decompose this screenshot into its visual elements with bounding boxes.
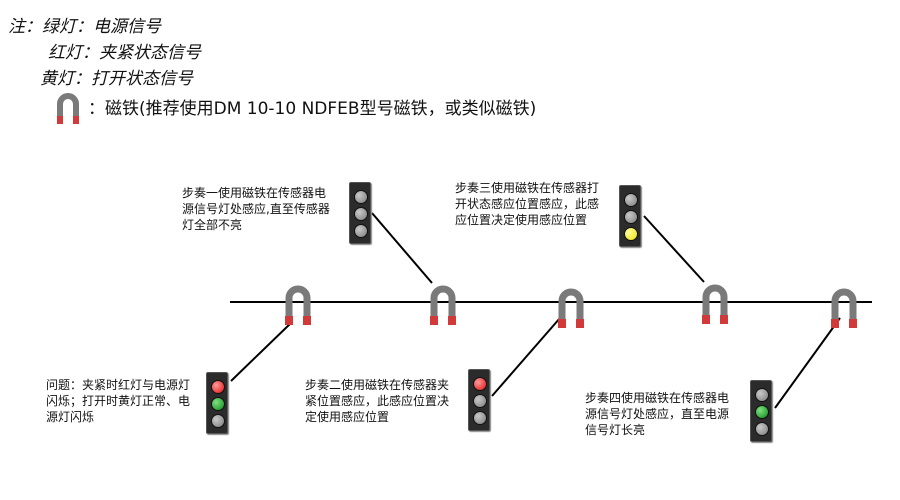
lamp-bottom	[755, 422, 769, 436]
lamp-middle	[624, 210, 638, 224]
lamp-bottom	[354, 224, 368, 238]
magnet-icon	[428, 282, 458, 336]
connector-step2	[491, 317, 561, 397]
lamp-middle	[211, 397, 225, 411]
lamp-middle	[473, 394, 487, 408]
traffic-light-icon	[619, 185, 641, 247]
note-problem-line: 问题：夹紧时红灯与电源灯	[46, 378, 191, 392]
traffic-light-icon	[468, 369, 490, 431]
lamp-top	[755, 388, 769, 402]
lamp-top	[624, 193, 638, 207]
note-step1-line: 步奏一使用磁铁在传感器电	[182, 186, 327, 200]
lamp-top	[473, 377, 487, 391]
note-step3-line: 步奏三使用磁铁在传感器打	[455, 181, 600, 195]
traffic-light-icon	[750, 380, 772, 442]
note-step1: 步奏一使用磁铁在传感器电 源信号灯处感应,直至传感器 灯全部不亮	[182, 185, 330, 233]
note-step1-line: 源信号灯处感应,直至传感器	[182, 202, 330, 216]
note-step3-line: 开状态感应位置感应，此感	[455, 197, 600, 211]
connector-step1	[371, 212, 433, 284]
note-step1-line: 灯全部不亮	[182, 218, 243, 232]
legend-magnet-icon	[56, 92, 80, 132]
note-problem-line: 源灯闪烁	[46, 410, 95, 424]
lamp-top	[354, 190, 368, 204]
legend-green: 注：绿灯：电源信号	[8, 17, 161, 37]
connector-step4	[774, 317, 841, 409]
note-problem-line: 闪烁；打开时黄灯正常、电	[46, 394, 191, 408]
note-step4-line: 源信号灯处感应，直至电源	[585, 407, 730, 421]
traffic-light-icon	[206, 372, 228, 434]
note-step2-line: 紧位置感应，此感应位置决	[305, 394, 450, 408]
magnet-icon	[283, 282, 313, 336]
magnet-icon	[556, 285, 586, 339]
legend-magnet-text: ：磁铁(推荐使用DM 10-10 NDFEB型号磁铁，或类似磁铁)	[88, 99, 537, 119]
lamp-middle	[354, 207, 368, 221]
magnet-icon	[829, 285, 859, 339]
lamp-middle	[755, 405, 769, 419]
note-step4-line: 步奏四使用磁铁在传感器电	[585, 391, 730, 405]
lamp-bottom	[473, 411, 487, 425]
note-step2-line: 定使用感应位置	[305, 410, 390, 424]
lamp-bottom	[624, 227, 638, 241]
note-problem: 问题：夹紧时红灯与电源灯 闪烁；打开时黄灯正常、电 源灯闪烁	[46, 377, 190, 425]
note-step3-line: 应位置决定使用感应位置	[455, 213, 588, 227]
connector-step3	[643, 215, 705, 283]
traffic-light-icon	[349, 182, 371, 244]
magnet-icon	[700, 281, 730, 335]
legend-yellow: 黄灯：打开状态信号	[40, 69, 193, 89]
note-step3: 步奏三使用磁铁在传感器打 开状态感应位置感应，此感 应位置决定使用感应位置	[455, 180, 599, 228]
note-step4: 步奏四使用磁铁在传感器电 源信号灯处感应，直至电源 信号灯长亮	[585, 390, 729, 438]
note-step2: 步奏二使用磁铁在传感器夹 紧位置感应，此感应位置决 定使用感应位置	[305, 377, 449, 425]
legend-red: 红灯：夹紧状态信号	[48, 43, 201, 63]
connector-problem	[230, 321, 293, 382]
note-step4-line: 信号灯长亮	[585, 423, 646, 437]
note-step2-line: 步奏二使用磁铁在传感器夹	[305, 378, 450, 392]
lamp-bottom	[211, 414, 225, 428]
lamp-top	[211, 380, 225, 394]
